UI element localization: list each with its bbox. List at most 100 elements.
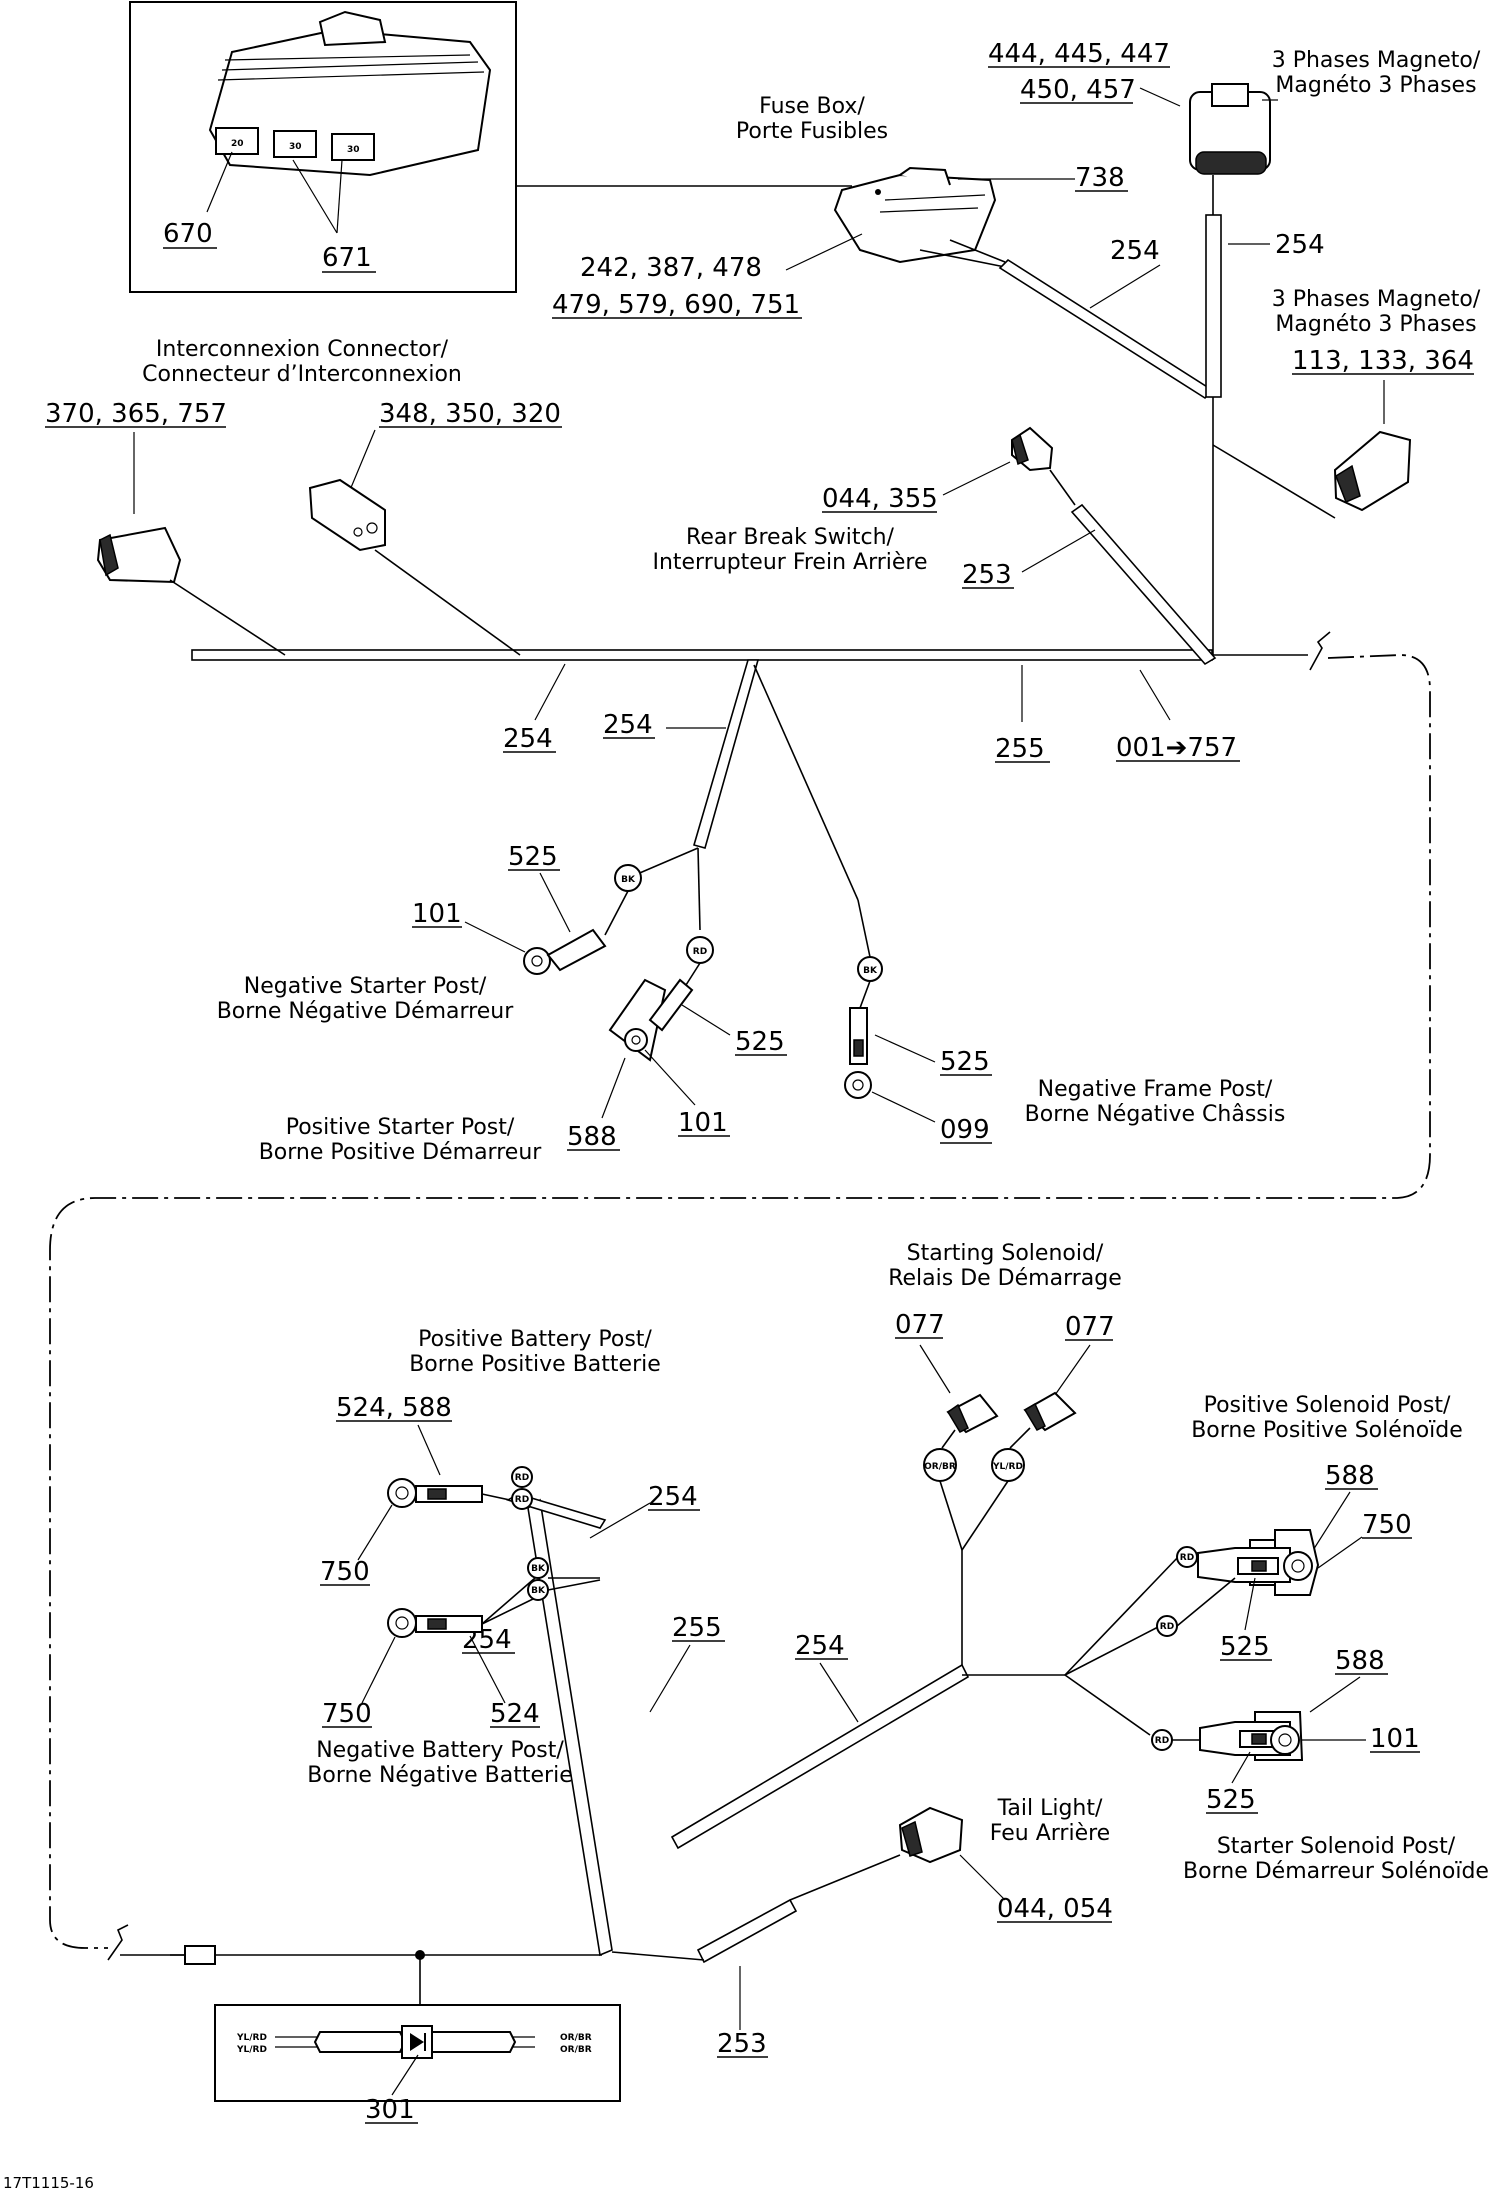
callout-525-e: 525: [1206, 1785, 1256, 1815]
wire-code-rd-4: RD: [1180, 1553, 1194, 1563]
callout-750-c: 750: [1362, 1510, 1412, 1540]
starter-solenoid-label-fr: Borne Démarreur Solénoïde: [1183, 1859, 1489, 1884]
brake-switch-icon: [1011, 426, 1054, 472]
connector-348-icon: [308, 478, 386, 552]
wire-code-yl-rd: YL/RD: [992, 1462, 1023, 1472]
magneto-top-label-fr: Magnéto 3 Phases: [1275, 73, 1476, 98]
interconnexion-label-fr: Connecteur d’Interconnexion: [142, 362, 462, 387]
callout-670: 670: [163, 219, 213, 249]
starting-solenoid-label-fr: Relais De Démarrage: [888, 1266, 1122, 1291]
callout-348: 348, 350, 320: [379, 399, 561, 429]
callout-001: 001➔757: [1116, 733, 1237, 763]
callout-450: 450, 457: [1020, 75, 1136, 105]
interconnexion-connector-icon: [96, 526, 182, 584]
callout-255-batt: 255: [672, 1613, 722, 1643]
callout-113: 113, 133, 364: [1292, 346, 1474, 376]
tail-light-label-en: Tail Light/: [997, 1796, 1103, 1821]
callout-254-main: 254: [503, 724, 553, 754]
rear-brake-switch: 044, 355 Rear Break Switch/ Interrupteur…: [652, 426, 1217, 666]
callout-750-a: 750: [320, 1557, 370, 1587]
fuse-box-label-fr: Porte Fusibles: [736, 119, 888, 144]
diode-inset: YL/RD YL/RD OR/BR OR/BR 301: [214, 2004, 621, 2125]
starter-solenoid-label-en: Starter Solenoid Post/: [1217, 1834, 1456, 1859]
wire-code-bk-2: BK: [863, 966, 878, 976]
callout-101-c: 101: [1370, 1724, 1420, 1754]
callout-077-b: 077: [1065, 1312, 1115, 1342]
fuse-rating-3: 30: [347, 145, 360, 155]
callout-524: 524: [490, 1699, 540, 1729]
callout-254-branch: 254: [603, 710, 653, 740]
fuse-box-icon: [833, 166, 997, 264]
callout-253-brake: 253: [962, 560, 1012, 590]
negative-battery-terminal-icon: [387, 1608, 483, 1638]
callout-254-low: 254: [795, 1631, 845, 1661]
rear-brake-label-en: Rear Break Switch/: [686, 525, 894, 550]
solenoid-connector-b-icon: [1023, 1391, 1077, 1432]
neg-frame-label-en: Negative Frame Post/: [1038, 1077, 1273, 1102]
figure-reference: 17T1115-16: [3, 2174, 94, 2192]
tail-light-label-fr: Feu Arrière: [990, 1821, 1110, 1846]
callout-101-a: 101: [412, 899, 462, 929]
negative-starter-terminal-icon: [523, 928, 607, 975]
wire-code-bk-3: BK: [531, 1564, 546, 1574]
starter-solenoid: 588 RD 101 525 Starter Solenoid Post/ Bo…: [1151, 1646, 1489, 1884]
diode-code-left-bottom: YL/RD: [236, 2045, 267, 2055]
positive-solenoid-terminal-icon: [1197, 1529, 1320, 1596]
main-harness: 254 255 001➔757: [49, 397, 1431, 1961]
callout-254-fuse: 254: [1110, 236, 1160, 266]
negative-battery: BK BK 750 524 Negative Battery Post/ Bor…: [307, 1557, 601, 1788]
wire-code-rd-1: RD: [693, 947, 707, 957]
callout-588-a: 588: [567, 1122, 617, 1152]
wire-code-rd-3: RD: [515, 1495, 529, 1505]
diode-icon: [410, 2033, 426, 2051]
callout-588-c: 588: [1335, 1646, 1385, 1676]
starting-solenoid: Starting Solenoid/ Relais De Démarrage 0…: [888, 1241, 1122, 1670]
magneto-top-label-en: 3 Phases Magneto/: [1272, 48, 1481, 73]
fuse-box-label-en: Fuse Box/: [759, 94, 865, 119]
tail-light-connector-icon: [898, 1806, 964, 1864]
interconnexion-label-en: Interconnexion Connector/: [156, 337, 449, 362]
interconnexion: Interconnexion Connector/ Connecteur d’I…: [45, 337, 562, 656]
magneto-middle: 3 Phases Magneto/ Magnéto 3 Phases 113, …: [1212, 287, 1481, 519]
lower-harness: 254 254 255 254 253: [120, 1482, 1181, 2059]
callout-738: 738: [1075, 163, 1125, 193]
neg-starter-label-en: Negative Starter Post/: [244, 974, 487, 999]
callout-077-a: 077: [895, 1310, 945, 1340]
fuse-rating-2: 30: [289, 142, 302, 152]
callout-253-low: 253: [717, 2029, 767, 2059]
wire-code-rd-5: RD: [1160, 1622, 1174, 1632]
diode-code-right-bottom: OR/BR: [560, 2045, 592, 2055]
callout-525-b: 525: [735, 1027, 785, 1057]
pos-starter-label-en: Positive Starter Post/: [286, 1115, 515, 1140]
magneto-mid-label-en: 3 Phases Magneto/: [1272, 287, 1481, 312]
callout-044-054: 044, 054: [997, 1894, 1113, 1924]
diode-code-right-top: OR/BR: [560, 2033, 592, 2043]
callout-254-batt-b: 254: [648, 1482, 698, 1512]
pos-solenoid-label-fr: Borne Positive Solénoïde: [1191, 1418, 1463, 1443]
fuse-rating-1: 20: [231, 139, 244, 149]
callout-525-d: 525: [1220, 1632, 1270, 1662]
pos-starter-label-fr: Borne Positive Démarreur: [259, 1140, 543, 1165]
callout-255-main: 255: [995, 734, 1045, 764]
callout-099: 099: [940, 1115, 990, 1145]
negative-frame-terminal-icon: [844, 1007, 872, 1099]
callout-242: 242, 387, 478: [580, 253, 762, 283]
wire-code-rd-2: RD: [515, 1473, 529, 1483]
tail-light: Tail Light/ Feu Arrière 044, 054: [898, 1796, 1113, 1924]
positive-battery: Positive Battery Post/ Borne Positive Ba…: [320, 1327, 661, 1587]
diode-code-left-top: YL/RD: [236, 2033, 267, 2043]
pos-battery-label-fr: Borne Positive Batterie: [409, 1352, 661, 1377]
pos-solenoid-label-en: Positive Solenoid Post/: [1204, 1393, 1451, 1418]
fuse-box: Fuse Box/ Porte Fusibles 738 242, 387, 4…: [552, 94, 1214, 400]
wire-code-or-br: OR/BR: [924, 1462, 956, 1472]
rear-brake-label-fr: Interrupteur Frein Arrière: [652, 550, 927, 575]
fuse-inset: 20 30 30 670 671: [129, 1, 852, 293]
callout-301: 301: [365, 2095, 415, 2125]
magneto-connector-icon: [1189, 83, 1271, 175]
starting-solenoid-label-en: Starting Solenoid/: [907, 1241, 1104, 1266]
wire-code-bk-4: BK: [531, 1586, 546, 1596]
callout-671: 671: [322, 243, 372, 273]
callout-479: 479, 579, 690, 751: [552, 290, 800, 320]
solenoid-connector-a-icon: [946, 1393, 999, 1434]
